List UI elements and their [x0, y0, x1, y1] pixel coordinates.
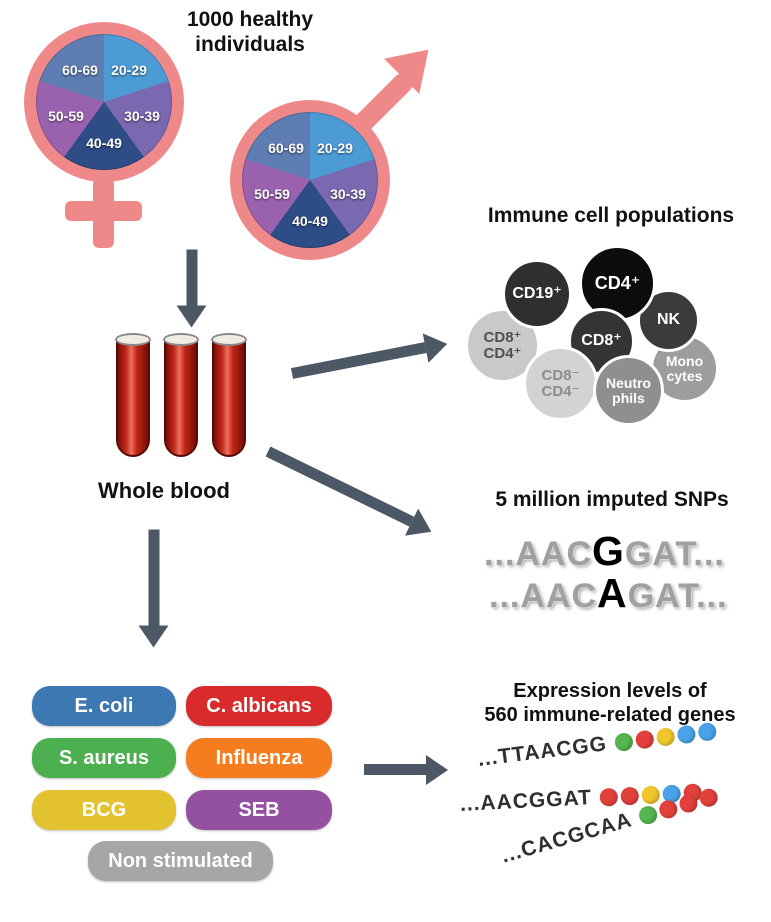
arrow-stimuli-to-expression: [364, 764, 426, 775]
snp-suffix: GAT...: [627, 577, 728, 615]
snp-sequence-ref: ...AACGGAT...: [484, 528, 725, 575]
age-slice-label: 50-59: [254, 186, 290, 202]
cell-cd19: CD19⁺: [502, 259, 572, 329]
arrow-blood-to-cells: [290, 342, 427, 379]
expression-dot: [620, 786, 640, 806]
stimulus-bcg: BCG: [32, 790, 176, 830]
snp-variant-letter: G: [592, 528, 625, 574]
expression-dot: [613, 732, 634, 753]
figure-title: 1000 healthy individuals: [145, 8, 355, 58]
stimulus-non-stimulated: Non stimulated: [88, 841, 273, 881]
expression-dot: [697, 786, 720, 809]
snp-variant-letter: A: [597, 570, 628, 616]
tube-body: [212, 339, 246, 457]
age-slice-label: 60-69: [268, 140, 304, 156]
expression-dot: [676, 724, 697, 745]
expression-title: Expression levels of 560 immune-related …: [450, 680, 770, 727]
age-slice-label: 20-29: [317, 140, 353, 156]
age-slice-label: 20-29: [111, 62, 147, 78]
expression-title-line2: 560 immune-related genes: [484, 703, 736, 726]
tube-body: [116, 339, 150, 457]
cell-neutrophils: Neutro phils: [593, 355, 664, 426]
arrow-blood-to-stimuli: [148, 529, 160, 626]
tube-rim: [163, 333, 199, 346]
stimulus-seb: SEB: [186, 790, 332, 830]
stimulus-influenza: Influenza: [186, 738, 332, 778]
female-age-pie: 20-29 30-39 40-49 50-59 60-69: [36, 34, 172, 170]
blood-tube: [163, 333, 199, 457]
expression-dot: [657, 798, 680, 821]
expression-dot: [634, 729, 655, 750]
age-slice-label: 40-49: [86, 135, 122, 151]
arrow-blood-to-snps: [265, 446, 415, 527]
snp-prefix: ...AAC: [484, 535, 592, 573]
snp-prefix: ...AAC: [489, 577, 597, 615]
cell-cd8neg-cd4neg: CD8⁻ CD4⁻: [523, 346, 598, 421]
expression-title-line1: Expression levels of: [513, 680, 707, 702]
age-slice-label: 50-59: [48, 108, 84, 124]
age-slice-label: 40-49: [292, 213, 328, 229]
stimulus-e-coli: E. coli: [32, 686, 176, 726]
male-symbol-arrow-shaft: [350, 71, 415, 136]
expression-dot: [677, 792, 700, 815]
tube-rim: [115, 333, 151, 346]
tube-body: [164, 339, 198, 457]
female-symbol-cross: [65, 201, 142, 221]
blood-tube: [211, 333, 247, 457]
gene-sequence: ...CACGCAA: [498, 808, 635, 868]
age-slice-label: 30-39: [124, 108, 160, 124]
stimulus-c-albicans: C. albicans: [186, 686, 332, 726]
arrow-cohort-to-blood: [186, 249, 198, 306]
tube-rim: [211, 333, 247, 346]
snp-sequence-alt: ...AACAGAT...: [489, 570, 727, 617]
stimulus-s-aureus: S. aureus: [32, 738, 176, 778]
expression-dot: [636, 804, 660, 827]
gene-sequence: ...TTAACGG: [476, 732, 609, 771]
expression-dot: [655, 726, 676, 748]
snps-title: 5 million imputed SNPs: [495, 488, 729, 511]
gene-sequence: ...AACGGAT: [459, 786, 593, 816]
age-slice-label: 60-69: [62, 62, 98, 78]
immune-cells-title: Immune cell populations: [487, 204, 735, 227]
male-age-pie: 20-29 30-39 40-49 50-59 60-69: [242, 112, 378, 248]
figure-title-line2: individuals: [195, 32, 305, 56]
expression-dot: [599, 787, 619, 807]
expression-dot: [697, 721, 718, 742]
age-slice-label: 30-39: [330, 186, 366, 202]
blood-tube: [115, 333, 151, 457]
snp-suffix: GAT...: [624, 535, 725, 573]
whole-blood-label: Whole blood: [98, 478, 230, 503]
figure-title-line1: 1000 healthy: [186, 8, 314, 31]
